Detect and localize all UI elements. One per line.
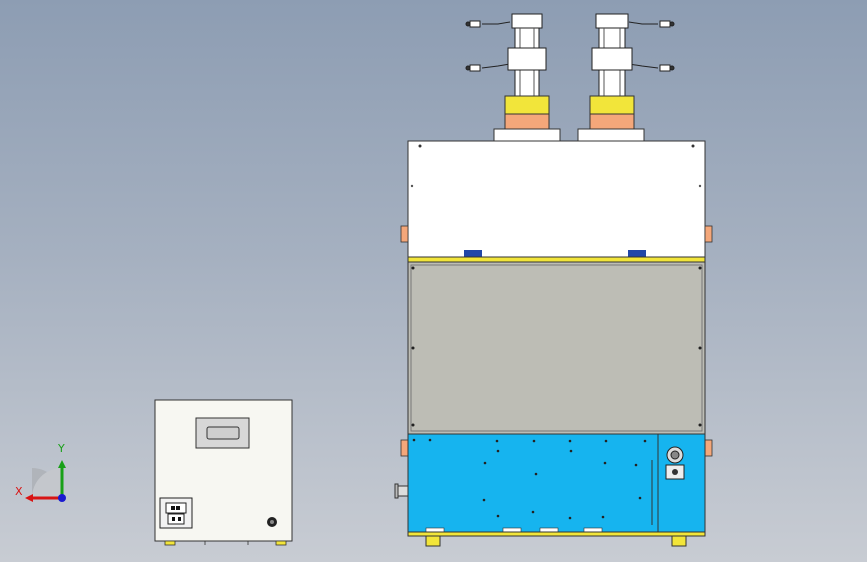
top-trim [407, 256, 706, 263]
y-axis-label: Y [58, 442, 65, 455]
axis-triad [25, 460, 66, 502]
bottom-trim [407, 531, 706, 537]
motor-left[interactable] [465, 13, 561, 142]
motor-right[interactable] [577, 13, 675, 142]
machine-middle-panel[interactable] [407, 261, 706, 435]
display-window-icon [195, 417, 250, 449]
machine-base[interactable] [394, 433, 706, 533]
base-gauge-icon [665, 446, 685, 480]
power-socket-icon [159, 497, 193, 529]
machine-top-panel[interactable] [407, 140, 706, 258]
side-valve-icon [394, 483, 409, 499]
motor-left-cable-icon [465, 20, 511, 72]
motor-right-cable-icon [628, 20, 675, 72]
z-axis-dot [58, 494, 66, 502]
clamp-left [464, 250, 482, 257]
machine-feet [425, 535, 687, 547]
control-box-feet [164, 540, 287, 546]
control-box[interactable] [154, 399, 293, 546]
machine-assembly[interactable] [394, 13, 713, 547]
round-connector-icon [267, 517, 277, 527]
clamp-right [628, 250, 646, 257]
x-axis-label: X [15, 485, 23, 498]
